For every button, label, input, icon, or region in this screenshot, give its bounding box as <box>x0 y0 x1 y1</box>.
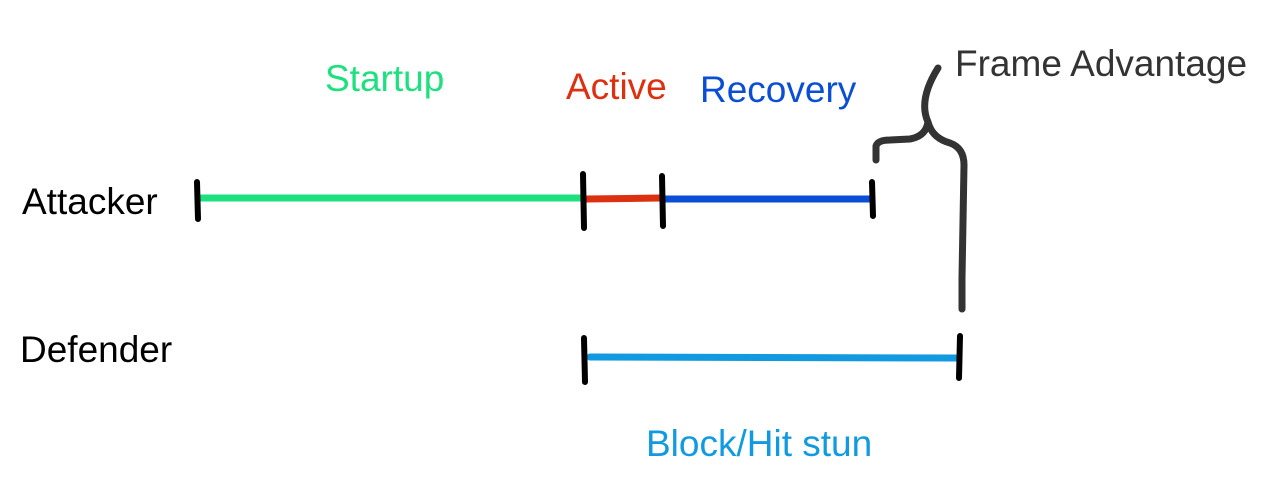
defender-end-tick <box>956 333 963 381</box>
recovery-label: Recovery <box>700 69 857 110</box>
stun-segment <box>586 353 961 362</box>
frame-advantage-label: Frame Advantage <box>955 43 1247 84</box>
defender-start-tick <box>581 335 588 385</box>
active-segment <box>583 194 664 203</box>
startup-label: Startup <box>325 58 444 99</box>
stun-label: Block/Hit stun <box>646 423 872 464</box>
attacker-active-start-tick <box>580 171 587 231</box>
defender-row-label: Defender <box>20 329 172 370</box>
attacker-row-label: Attacker <box>22 181 158 222</box>
frame-advantage-brace <box>872 64 968 313</box>
attacker-recovery-start-tick <box>659 173 666 229</box>
attacker-start-tick <box>194 179 201 222</box>
attacker-end-tick <box>869 179 876 219</box>
active-label: Active <box>566 66 667 107</box>
